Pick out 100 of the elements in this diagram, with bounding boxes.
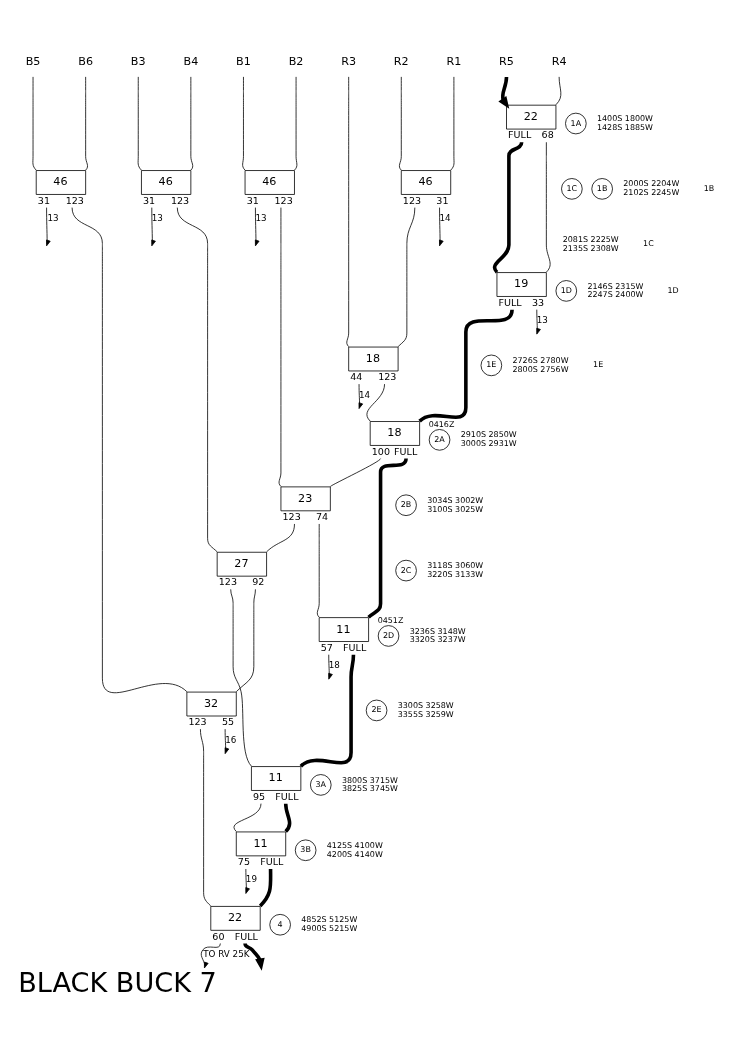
- node-label: 123: [402, 194, 422, 206]
- node-circle: 1E: [480, 354, 503, 376]
- connector: [555, 75, 562, 105]
- node-box: 18: [348, 346, 399, 371]
- node-circle: 1C: [561, 177, 583, 200]
- node-label: 31: [37, 194, 50, 206]
- node-label: 123: [378, 370, 397, 382]
- node-text: B1: [236, 54, 251, 68]
- label: 3118S 3060W 3220S 3133W: [427, 560, 484, 579]
- node-box: 18: [369, 420, 420, 446]
- arrow: [46, 206, 51, 246]
- arrow: [151, 206, 156, 246]
- node-label: 60: [212, 930, 225, 942]
- node-circle: 1D: [555, 279, 578, 302]
- edge-label: 13: [47, 212, 59, 223]
- label: 4852S 5125W 4900S 5215W: [301, 914, 358, 933]
- node-label: FULL: [275, 790, 299, 802]
- node-box: 22: [506, 104, 557, 129]
- node-label: 100: [371, 445, 391, 457]
- node-label: 123: [65, 194, 84, 206]
- label: 1400S 1800W 1428S 1885W: [596, 113, 654, 132]
- node-label: 55: [221, 715, 235, 727]
- node-label: 31: [436, 194, 449, 206]
- arrow: [245, 868, 250, 894]
- node-label: FULL: [234, 930, 258, 942]
- edge-label: 16: [225, 734, 237, 745]
- node-label: 123: [170, 194, 190, 206]
- label: 2000S 2204W 2102S 2245W: [623, 178, 680, 197]
- node-circle: 3A: [310, 773, 332, 796]
- label: 2146S 2315W 2247S 2400W: [587, 281, 644, 299]
- node-circle: 1B: [591, 177, 613, 200]
- edge-label: 13: [536, 314, 548, 325]
- node-label: 95: [253, 790, 266, 802]
- diagram-title: BLACK BUCK 7: [18, 966, 217, 998]
- arrow: [224, 728, 230, 754]
- connector: [367, 457, 408, 619]
- node-label: FULL: [498, 296, 522, 308]
- node-label: 123: [282, 510, 301, 522]
- connector: [278, 206, 282, 487]
- node-label: 31: [143, 194, 156, 206]
- label: 3034S 3002W 3100S 3025W: [427, 495, 484, 514]
- node-box: 27: [216, 551, 267, 577]
- edge-label: 13: [255, 212, 267, 223]
- label: 3800S 3715W 3825S 3745W: [341, 775, 398, 793]
- node-label: 123: [274, 194, 293, 206]
- connector: [316, 523, 320, 618]
- node-text: R2: [393, 54, 409, 68]
- node-box: 22: [210, 905, 261, 931]
- node-label: 92: [252, 575, 265, 587]
- node-label: 57: [320, 641, 333, 653]
- node-text: B3: [130, 54, 146, 68]
- edge-label: 14: [439, 212, 451, 223]
- node-box: 19: [496, 271, 547, 297]
- node-text: B2: [288, 54, 304, 68]
- label: 3236S 3148W 3320S 3237W: [409, 626, 466, 644]
- arrow: [254, 206, 260, 246]
- connector: [258, 868, 273, 907]
- node-box: 46: [400, 169, 452, 195]
- connector: [399, 75, 402, 171]
- arrow: [328, 653, 333, 680]
- node-label: FULL: [394, 445, 418, 457]
- connector: [71, 206, 188, 693]
- node-label: 123: [188, 715, 207, 727]
- connector: [299, 654, 356, 768]
- edge-label: 14: [359, 389, 371, 399]
- connector: [545, 141, 551, 273]
- node-text: B4: [183, 54, 199, 68]
- node-circle: 2D: [377, 624, 400, 647]
- node-circle: 2C: [395, 559, 417, 581]
- edge-label: TO RV 25K: [203, 948, 250, 959]
- node-box: 11: [251, 765, 302, 791]
- node-box: 46: [244, 169, 295, 195]
- node-label: FULL: [260, 855, 284, 867]
- node-label: FULL: [343, 641, 367, 653]
- node-text: R3: [341, 54, 357, 68]
- connector: [235, 588, 256, 692]
- connector: [32, 75, 37, 171]
- connector: [137, 75, 142, 171]
- label: 2081S 2225W 2135S 2308W: [562, 234, 619, 253]
- label: 4125S 4100W 4200S 4140W: [326, 840, 383, 859]
- node-circle: 2E: [365, 699, 388, 721]
- node-box: 46: [141, 169, 192, 195]
- label: 2726S 2780W 2800S 2756W: [512, 355, 569, 374]
- connector: [266, 523, 295, 552]
- node-label: 33: [532, 296, 545, 308]
- node-circle: 2B: [395, 493, 417, 516]
- arrow: [243, 942, 265, 971]
- connector: [329, 457, 381, 487]
- node-label: 31: [246, 194, 259, 206]
- node-circle: 1A: [565, 112, 587, 134]
- node-box: 23: [280, 486, 331, 511]
- node-text: B5: [25, 54, 41, 68]
- label: 1E: [593, 359, 604, 369]
- arrow: [536, 308, 541, 334]
- label: 2910S 2850W 3000S 2931W: [460, 429, 517, 448]
- node-box: 11: [318, 616, 369, 642]
- node-text: R1: [446, 54, 462, 68]
- connector: [366, 383, 385, 422]
- node-label: 0451Z: [377, 615, 404, 625]
- edge-label: 18: [328, 659, 340, 670]
